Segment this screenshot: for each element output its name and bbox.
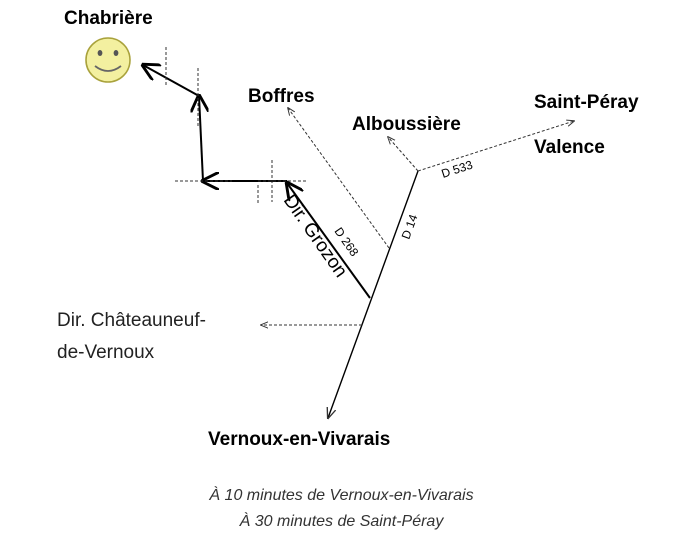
road-boffres-dashed bbox=[288, 108, 390, 249]
label-saint-peray: Saint-Péray bbox=[534, 92, 639, 113]
road-d533-dashed bbox=[417, 121, 574, 172]
caption-line-2: À 30 minutes de Saint-Péray bbox=[239, 513, 444, 530]
label-chateauneuf-2: de-Vernoux bbox=[57, 342, 155, 363]
road-d14 bbox=[328, 170, 419, 418]
smiley-icon bbox=[85, 37, 131, 83]
road-d268 bbox=[287, 183, 371, 299]
caption-line-1: À 10 minutes de Vernoux-en-Vivarais bbox=[209, 487, 474, 504]
label-chabriere: Chabrière bbox=[64, 8, 153, 29]
label-d533: D 533 bbox=[440, 158, 475, 181]
label-vernoux: Vernoux-en-Vivarais bbox=[208, 429, 390, 450]
road-alboussiere-dashed bbox=[388, 137, 419, 172]
label-valence: Valence bbox=[534, 137, 605, 158]
label-boffres: Boffres bbox=[248, 86, 315, 107]
label-chateauneuf-1: Dir. Châteauneuf- bbox=[57, 310, 206, 331]
label-alboussiere: Alboussière bbox=[352, 114, 461, 135]
intersection-ticks bbox=[165, 47, 307, 205]
route-to-chabriere bbox=[143, 65, 287, 181]
